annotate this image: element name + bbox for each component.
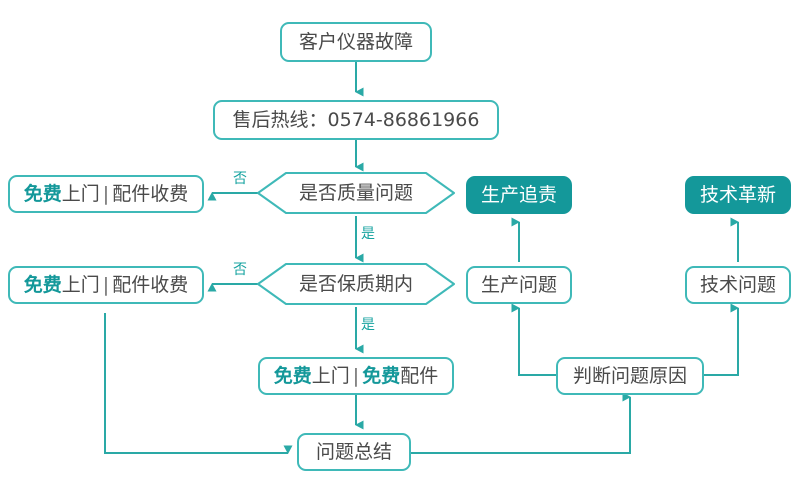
node-label-part: 免费 [362,364,401,387]
edge-diagnose-to-production [511,303,556,376]
node-label-separator: | [102,273,110,296]
diamond-shape-icon [256,170,456,216]
node-technical-problem[interactable]: 技术问题 [685,266,791,304]
node-label-part: 免费 [273,364,312,387]
node-label: 技术问题 [699,273,776,296]
node-label-part: 上门 [61,182,100,205]
node-free-visit-paid-parts-1[interactable]: 免费上门|配件收费 [8,175,204,213]
node-technical-innovation[interactable]: 技术革新 [685,176,791,214]
node-label-separator: | [102,182,110,205]
node-problem-summary[interactable]: 问题总结 [297,433,411,471]
node-customer-instrument-fault[interactable]: 客户仪器故障 [280,22,432,62]
edge-label-quality-yes: 是 [361,226,375,242]
node-label: 生产追责 [480,183,557,206]
node-label-part: 配件收费 [112,273,189,296]
node-label-part: 免费 [23,273,62,296]
node-label-part: 免费 [23,182,62,205]
node-free-visit-paid-parts-2[interactable]: 免费上门|配件收费 [8,266,204,304]
node-after-sales-hotline[interactable]: 售后热线：0574-86861966 [213,100,499,140]
node-label: 生产问题 [480,273,557,296]
node-label: 技术革新 [699,183,776,206]
node-label: 售后热线：0574-86861966 [232,108,480,131]
node-production-problem[interactable]: 生产问题 [466,266,572,304]
node-label-part: 配件 [400,364,439,387]
node-label: 问题总结 [315,440,392,463]
edge-label-quality-no: 否 [233,171,247,187]
node-production-accountability[interactable]: 生产追责 [466,176,572,214]
node-label-part: 上门 [311,364,350,387]
edge-summary-to-diagnose [410,392,631,454]
edge-label-warranty-no: 否 [233,262,247,278]
node-decision-is-quality-issue[interactable]: 是否质量问题 [256,170,456,216]
diamond-shape-icon [256,261,456,307]
node-decision-in-warranty[interactable]: 是否保质期内 [256,261,456,307]
node-label: 是否保质期内 [298,272,413,295]
node-label-part: 配件收费 [112,182,189,205]
node-label-separator: | [352,364,360,387]
node-label-part: 上门 [61,273,100,296]
node-label: 客户仪器故障 [298,30,413,53]
edge-label-warranty-yes: 是 [361,317,375,333]
node-free-visit-free-parts[interactable]: 免费上门|免费配件 [258,357,454,395]
edge-diagnose-to-technical [704,303,739,376]
node-label: 判断问题原因 [572,364,687,387]
node-label: 是否质量问题 [298,181,413,204]
node-diagnose-problem-cause[interactable]: 判断问题原因 [556,357,704,395]
